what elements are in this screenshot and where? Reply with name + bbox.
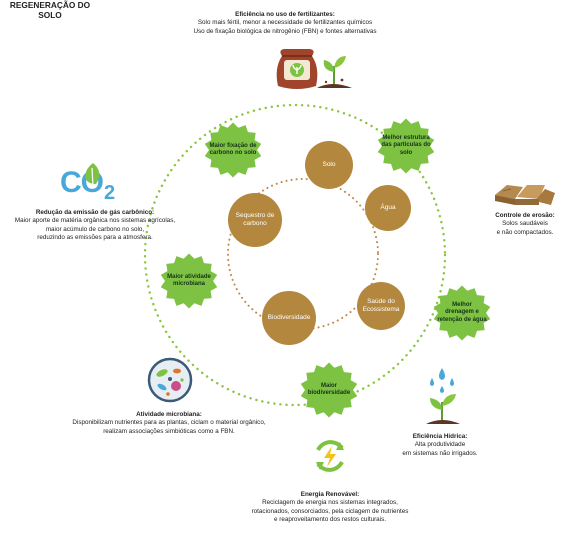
fertilizer-bag-icon xyxy=(276,49,352,89)
inner-circle-biodiversidade: Biodiversidade xyxy=(262,291,316,345)
co2-icon-subscript: 2 xyxy=(104,182,116,204)
inner-circle-label: Saúde do Ecossistema xyxy=(362,298,400,313)
callout-line: e não compactados. xyxy=(496,228,554,236)
callout-line: Solo mais fértil, menor a necessidade de… xyxy=(197,19,373,27)
callout-line: Maior aporte de matéria orgânica nos sis… xyxy=(14,217,176,225)
soil-blocks-icon xyxy=(495,185,555,205)
badge-drenagem: Melhor drenagem e retenção de água xyxy=(431,284,493,342)
callout-line: Reciclagem de energia nos sistemas integ… xyxy=(262,499,398,507)
badge-label: Melhor estrutura das partículas do solo xyxy=(381,134,431,156)
inner-circle-sequestro: Sequestro de carbono xyxy=(228,193,282,247)
callout-energia: Energia Renovável: Reciclagem de energia… xyxy=(225,491,435,524)
microbes-dish-icon xyxy=(147,357,193,403)
badge-label: Maior atividade microbiana xyxy=(167,273,211,288)
callout-title: Eficiência no uso de fertilizantes: xyxy=(235,11,335,18)
callout-title: Atividade microbiana: xyxy=(136,411,202,418)
callout-line: Uso de fixação biológica de nitrogênio (… xyxy=(193,27,377,35)
callout-fertilizantes: Eficiência no uso de fertilizantes: Solo… xyxy=(185,11,385,36)
center-title: REGENERAÇÃO DO SOLO xyxy=(9,0,91,20)
badge-fixacao-carbono: Maior fixação de carbono no solo xyxy=(202,121,264,179)
callout-line: Solos saudáveis xyxy=(502,220,548,228)
callout-line: realizam associações simbióticas como a … xyxy=(103,427,235,435)
callout-title: Eficiência Hídrica: xyxy=(412,433,468,440)
badge-label: Maior fixação de carbono no solo xyxy=(209,142,257,157)
callout-hidrica: Eficiência Hídrica: Alta produtividade e… xyxy=(395,433,485,458)
callout-line: Alta produtividade xyxy=(414,441,466,449)
callout-title: Redução da emissão de gás carbônico: xyxy=(35,209,155,216)
callout-line: reduzindo as emissões para a atmosfera. xyxy=(37,233,153,241)
inner-circle-label: Sequestro de carbono xyxy=(235,212,275,227)
inner-circle-saude: Saúde do Ecossistema xyxy=(357,282,405,330)
inner-circle-agua: Água xyxy=(365,185,411,231)
inner-circle-solo: Solo xyxy=(305,141,353,189)
inner-circle-label: Biodiversidade xyxy=(267,314,311,321)
callout-line: Disponibilizam nutrientes para as planta… xyxy=(72,419,266,427)
callout-line: rotacionados, consorciados, pela ciclage… xyxy=(251,507,409,515)
inner-circle-label: Solo xyxy=(322,161,336,168)
callout-microbiana: Atividade microbiana: Disponibilizam nut… xyxy=(64,411,274,436)
callout-carbonico: Redução da emissão de gás carbônico: Mai… xyxy=(0,209,190,242)
callout-line: em sistemas não irrigados. xyxy=(402,449,478,457)
leaf-icon xyxy=(85,163,100,187)
callout-line: maior acúmulo de carbono no solo, xyxy=(45,225,145,233)
callout-title: Controle de erosão: xyxy=(495,212,555,219)
inner-circle-label: Água xyxy=(380,204,396,211)
callout-title: Energia Renovável: xyxy=(300,491,360,498)
co2-icon: CO 2 xyxy=(60,162,130,206)
callout-erosao: Controle de erosão: Solos saudáveis e nã… xyxy=(480,212,570,237)
badge-atividade-microbiana: Maior atividade microbiana xyxy=(158,252,220,310)
badge-label: Maior biodiversidade xyxy=(307,382,351,397)
badge-label: Melhor drenagem e retenção de água xyxy=(437,301,487,323)
badge-biodiversidade: Maior biodiversidade xyxy=(298,361,360,419)
renewable-energy-icon xyxy=(316,440,344,472)
water-drop-plant-icon xyxy=(426,368,460,424)
badge-estrutura-particulas: Melhor estrutura das partículas do solo xyxy=(375,117,437,175)
callout-line: e reaproveitamento dos restos culturais. xyxy=(273,515,386,523)
